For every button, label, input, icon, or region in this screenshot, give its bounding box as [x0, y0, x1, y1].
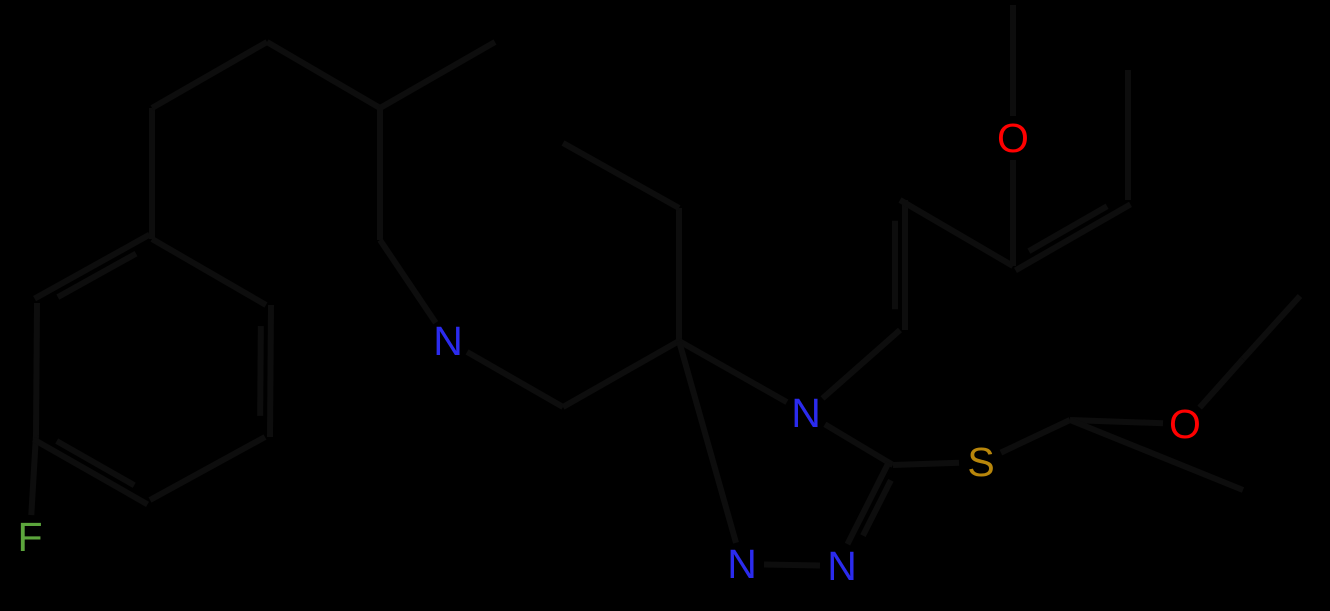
bond [676, 340, 739, 544]
bond-line-single [377, 238, 439, 325]
bond [377, 238, 439, 325]
bond-line-single [148, 434, 267, 503]
bond-line-single [561, 140, 681, 211]
atom-label-layer: F N N N N S O O [17, 115, 1200, 589]
bond-line-single [1240, 293, 1303, 362]
bond-line-double [55, 438, 136, 488]
bond [28, 434, 39, 516]
bond-line-double [56, 250, 138, 300]
bond [33, 232, 152, 302]
bond [820, 327, 902, 401]
bond-line-single [28, 434, 39, 516]
bond-layer [28, 5, 1303, 569]
bond-line-single [1068, 417, 1245, 493]
bond [763, 561, 821, 569]
bond [1068, 417, 1245, 493]
bond-line-single [150, 236, 268, 308]
atom-label-n: N [433, 318, 463, 364]
bond-line-single [1197, 357, 1246, 410]
bond [823, 421, 895, 468]
atom-label-o: O [1169, 401, 1201, 447]
atom-label-f: F [17, 514, 42, 560]
bond-line-single [999, 417, 1072, 456]
atom-label-n: N [791, 390, 821, 436]
bond [892, 200, 908, 330]
bond [844, 461, 894, 546]
bond [1069, 417, 1164, 427]
bond-line-single [265, 39, 382, 111]
bond-line-single [33, 302, 40, 436]
bond [150, 236, 268, 308]
bond [892, 459, 960, 468]
atom-label-n: N [727, 541, 757, 587]
bond-line-double [860, 478, 894, 537]
bond-line-double [844, 461, 892, 546]
bond-line-double [32, 436, 150, 507]
bond-line-single [820, 327, 902, 401]
bond-line-single [465, 349, 565, 410]
bond-line-single [892, 459, 960, 468]
bond-line-single [378, 39, 497, 111]
bond [33, 302, 40, 436]
bond-line-double [1027, 203, 1109, 254]
bond-line-single [150, 39, 269, 111]
bond [1197, 357, 1246, 410]
bond [677, 338, 789, 405]
bond-line-single [677, 338, 789, 405]
bond-line-single [676, 340, 739, 544]
bond-line-single [561, 338, 681, 410]
bond-line-single [1069, 417, 1164, 427]
bond-line-single [763, 561, 821, 569]
bond-line-single [823, 421, 895, 468]
bond-line-double [257, 326, 264, 416]
bond-line-double [1013, 201, 1132, 273]
bond [999, 417, 1072, 456]
bond-line-single [898, 197, 1015, 269]
bond [465, 349, 565, 410]
atom-label-n: N [827, 543, 857, 589]
atom-label-s: S [967, 439, 994, 485]
bond [257, 305, 274, 438]
bond-line-double [33, 232, 152, 302]
bond [1013, 201, 1132, 273]
bond [898, 197, 1015, 269]
bond [561, 338, 681, 410]
bond-line-double [266, 305, 274, 438]
bond [150, 39, 269, 111]
bond [265, 39, 382, 111]
bond [561, 140, 681, 211]
bond [1240, 293, 1303, 362]
bond [32, 436, 150, 507]
bond [148, 434, 267, 503]
atom-label-o: O [997, 115, 1029, 161]
bond [378, 39, 497, 111]
